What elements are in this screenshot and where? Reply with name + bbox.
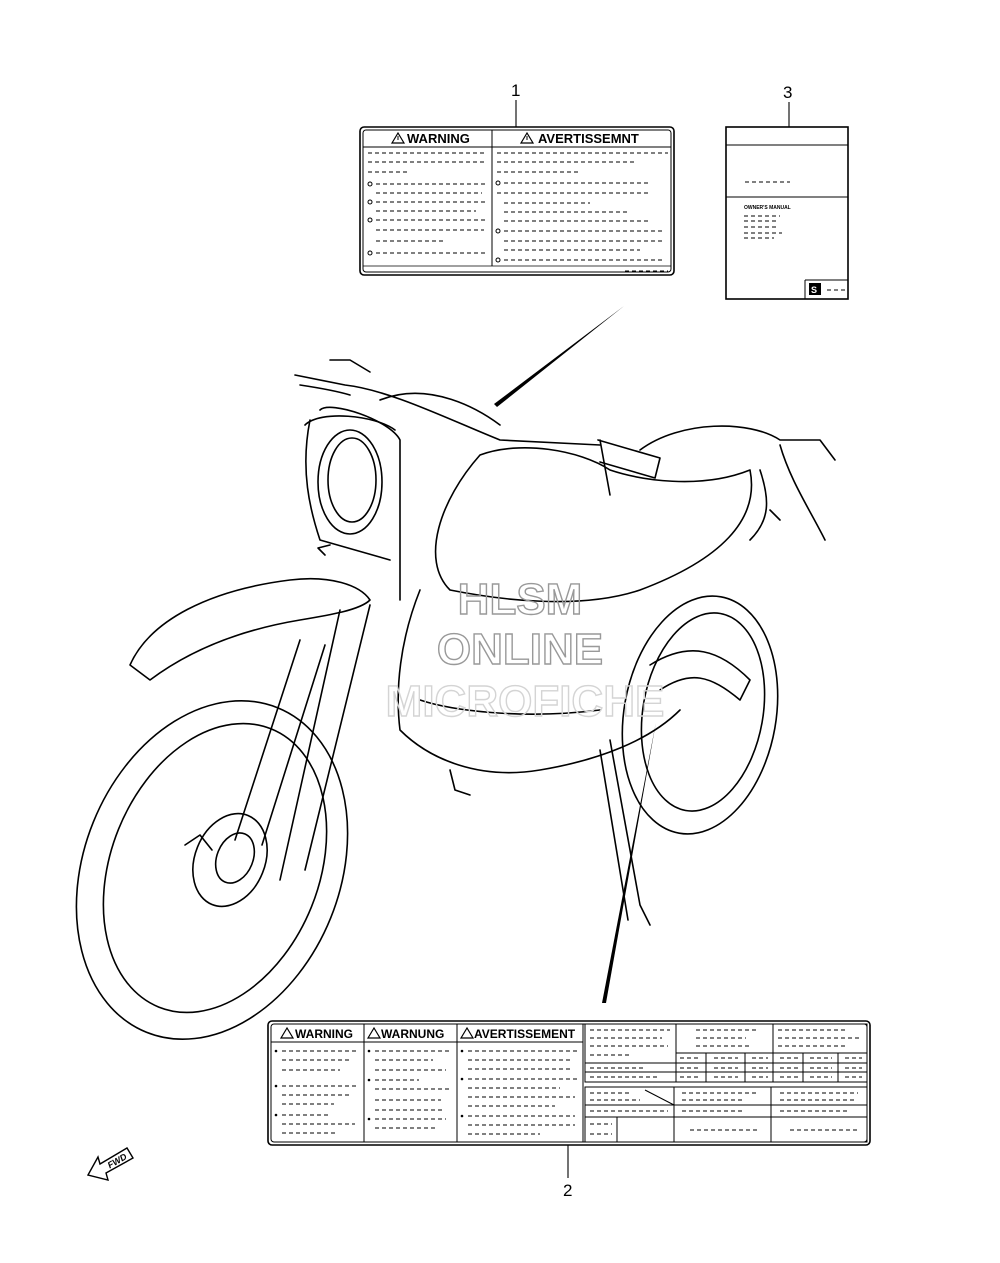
watermark-line-3: MICROFICHE [386,677,665,726]
warning-triangle-icon [366,1026,382,1039]
svg-text:S: S [811,285,817,295]
watermark-line-2: ONLINE [437,625,603,674]
warning-triangle-icon [390,131,406,144]
label1-pointer [494,306,624,407]
label1-col1-heading: WARNING [407,131,470,146]
watermark-line-1: HLSM [458,575,583,624]
warning-triangle-icon [459,1026,475,1039]
callout-3: 3 [783,83,792,102]
label2-col1-heading: WARNING [295,1027,353,1041]
motorcycle-drawing [75,359,836,1040]
fwd-arrow-icon: FWD [86,1147,134,1181]
warning-triangle-icon [279,1026,295,1039]
owners-manual: OWNER'S MANUAL S [725,126,849,300]
manual-title: OWNER'S MANUAL [744,205,791,211]
label2-col3-heading: AVERTISSEMENT [474,1027,576,1041]
label2-col2-heading: WARNUNG [381,1027,444,1041]
callout-2: 2 [563,1181,572,1200]
label1-col2-heading: AVERTISSEMNT [538,131,639,146]
warning-triangle-icon [519,131,535,144]
warning-label-1: WARNING AVERTISSEMNT [359,126,675,276]
suzuki-logo-icon [809,283,821,295]
warning-label-2: WARNING WARNUNG AVERTISSEMENT [267,1020,871,1146]
watermark: HLSM ONLINE MICROFICHE [385,574,665,726]
label2-pointer [602,722,656,1003]
callout-1: 1 [511,81,520,100]
